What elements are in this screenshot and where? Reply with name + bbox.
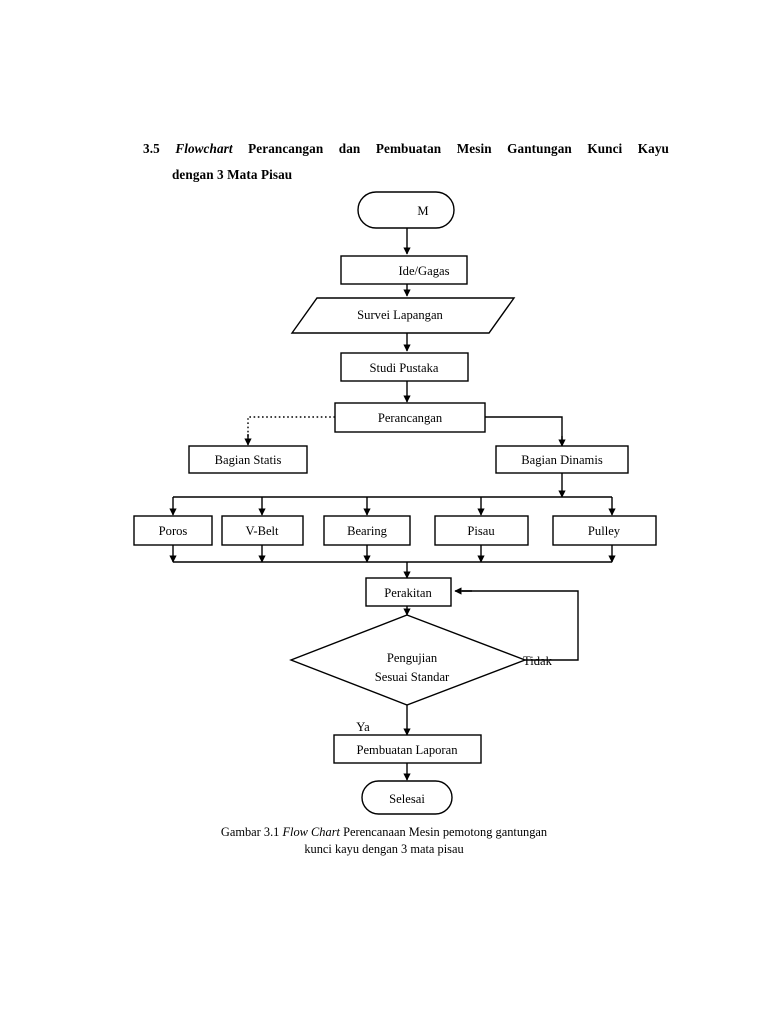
node-rancang-label: Perancangan — [378, 411, 443, 425]
node-survei[interactable]: Survei Lapangan — [290, 297, 516, 334]
heading-italic-word: Flowchart — [175, 141, 233, 156]
node-laporan-label: Pembuatan Laporan — [356, 743, 458, 757]
node-selesai-shape — [361, 780, 453, 815]
node-dinamis[interactable]: Bagian Dinamis — [495, 445, 629, 474]
node-start[interactable]: M — [357, 191, 455, 229]
node-uji-label-line1: Pengujian — [387, 651, 438, 665]
node-selesai-label: Selesai — [389, 792, 425, 806]
node-ide-shape — [340, 255, 468, 285]
node-pulley[interactable]: Pulley — [552, 515, 657, 546]
node-ide-label: Ide/Gagas — [398, 264, 449, 278]
node-perakitan[interactable]: Perakitan — [365, 577, 452, 607]
node-ide[interactable]: Ide/Gagas — [340, 255, 468, 285]
heading-number: 3.5 — [143, 141, 160, 156]
node-poros-label: Poros — [159, 524, 188, 538]
edge-rancang-to-statis — [247, 416, 335, 438]
node-perakitan-shape — [365, 577, 452, 607]
node-statis[interactable]: Bagian Statis — [188, 445, 308, 474]
node-uji-shape — [289, 614, 527, 706]
figure-caption: Gambar 3.1 Flow Chart Perencanaan Mesin … — [184, 824, 584, 858]
node-layer: M Ide/Gagas Survei Lapangan Studi Pustak… — [133, 191, 657, 815]
heading-line2: dengan 3 Mata Pisau — [172, 166, 293, 182]
node-pulley-shape — [552, 515, 657, 546]
node-poros-shape — [133, 515, 213, 546]
node-laporan-shape — [333, 734, 482, 764]
caption-prefix: Gambar 3.1 — [220, 825, 283, 839]
node-perakitan-label: Perakitan — [384, 586, 432, 600]
edge-label-tidak: Tidak — [523, 654, 553, 668]
node-poros[interactable]: Poros — [133, 515, 213, 546]
node-uji-label-line2: Sesuai Standar — [375, 670, 450, 684]
node-statis-shape — [188, 445, 308, 474]
edge-layer — [169, 228, 616, 781]
node-pulley-label: Pulley — [588, 524, 621, 538]
edge-uji-to-perakitan-no — [462, 590, 579, 661]
node-vbelt-label: V-Belt — [245, 524, 279, 538]
caption-italic: Flow Chart — [282, 825, 340, 839]
node-studi-label: Studi Pustaka — [370, 361, 439, 375]
node-bearing[interactable]: Bearing — [323, 515, 411, 546]
edge-label-ya: Ya — [356, 720, 370, 734]
edge-rancang-to-dinamis — [485, 416, 563, 445]
caption-line2: kunci kayu dengan 3 mata pisau — [304, 842, 464, 857]
node-survei-label: Survei Lapangan — [357, 308, 443, 322]
node-pisau-shape — [434, 515, 529, 546]
node-laporan[interactable]: Pembuatan Laporan — [333, 734, 482, 764]
node-start-label: M — [417, 204, 428, 218]
node-uji[interactable]: Pengujian Sesuai Standar — [289, 614, 527, 706]
node-dinamis-label: Bagian Dinamis — [521, 453, 603, 467]
edge-label-layer: Tidak Ya — [356, 654, 552, 734]
node-pisau-label: Pisau — [467, 524, 495, 538]
node-studi-shape — [340, 352, 469, 382]
node-vbelt[interactable]: V-Belt — [221, 515, 304, 546]
node-survei-shape — [290, 297, 516, 334]
node-statis-label: Bagian Statis — [215, 453, 282, 467]
node-studi[interactable]: Studi Pustaka — [340, 352, 469, 382]
node-start-shape — [357, 191, 455, 229]
node-selesai[interactable]: Selesai — [361, 780, 453, 815]
node-rancang[interactable]: Perancangan — [334, 402, 486, 433]
node-pisau[interactable]: Pisau — [434, 515, 529, 546]
heading-line1-rest: Perancangan dan Pembuatan Mesin Gantunga… — [248, 141, 669, 156]
node-bearing-label: Bearing — [347, 524, 388, 538]
node-vbelt-shape — [221, 515, 304, 546]
caption-rest: Perencanaan Mesin pemotong gantungan — [339, 825, 548, 839]
node-dinamis-shape — [495, 445, 629, 474]
section-heading: 3.5 Flowchart Perancangan dan Pembuatan … — [143, 136, 669, 187]
node-rancang-shape — [334, 402, 486, 433]
node-bearing-shape — [323, 515, 411, 546]
